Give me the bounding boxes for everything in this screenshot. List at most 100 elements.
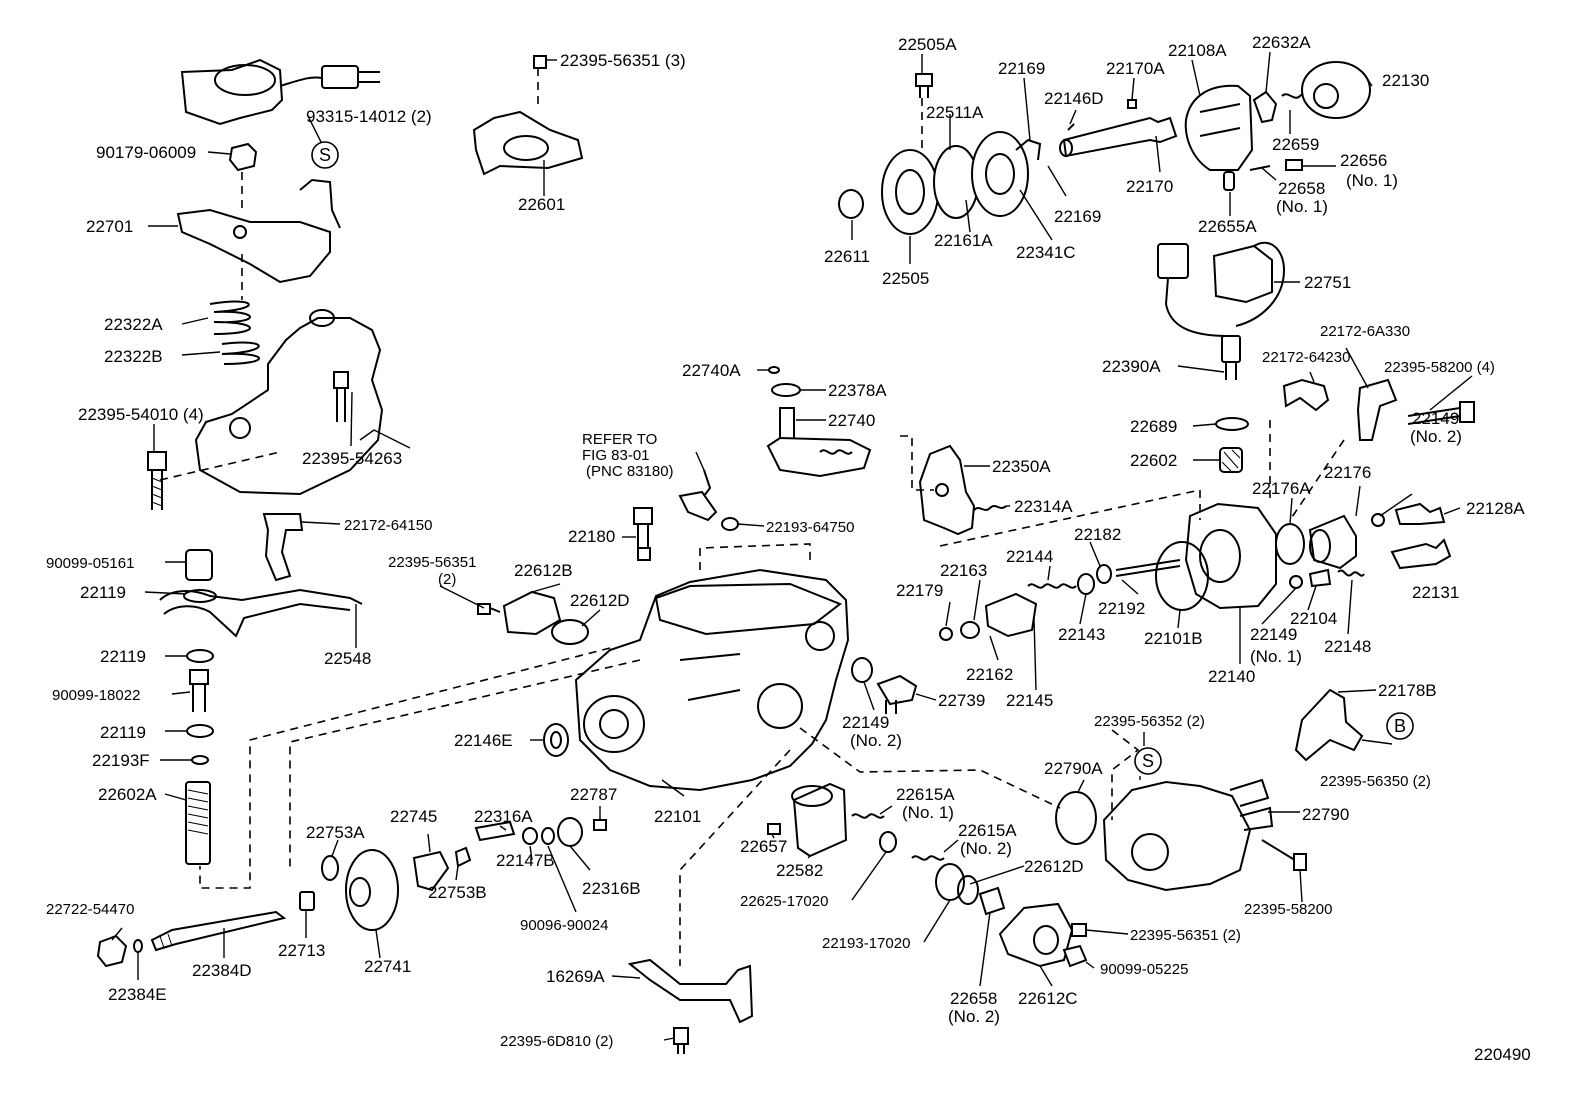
- label-22753B: 22753B: [428, 883, 487, 902]
- svg-text:B: B: [1394, 716, 1406, 736]
- label-22658-no1: 22658: [1278, 179, 1325, 198]
- label-22601: 22601: [518, 195, 565, 214]
- label-22193-17020: 22193-17020: [822, 935, 910, 952]
- label-22713: 22713: [278, 941, 325, 960]
- label-22149-no1-qualifier: (No. 1): [1250, 647, 1302, 666]
- part-number-labels: 22505A 22169 22170A 22108A 22632A 22130 …: [46, 33, 1531, 1064]
- label-22131: 22131: [1412, 583, 1459, 602]
- label-22162: 22162: [966, 665, 1013, 684]
- washer-22119-b: [186, 724, 214, 738]
- label-22602A: 22602A: [98, 785, 157, 804]
- governor-housing: [1184, 61, 1371, 191]
- label-22322A: 22322A: [104, 315, 163, 334]
- label-22140: 22140: [1208, 667, 1255, 686]
- label-22657: 22657: [740, 837, 787, 856]
- label-22753A: 22753A: [306, 823, 365, 842]
- circle-s-symbol-2: S: [1134, 747, 1162, 775]
- label-22659: 22659: [1272, 135, 1319, 154]
- ring-22612D: [551, 619, 589, 645]
- bolt-22395-58200-4: [1407, 401, 1475, 425]
- label-22722-54470: 22722-54470: [46, 901, 134, 918]
- label-22740: 22740: [828, 411, 875, 430]
- ring-22149-no2-b: [851, 657, 873, 683]
- label-22612D-bottom: 22612D: [1024, 857, 1084, 876]
- label-22615A-no1-qualifier: (No. 1): [902, 803, 954, 822]
- label-22395-56351-right: 22395-56351 (2): [1130, 927, 1241, 944]
- label-22602: 22602: [1130, 451, 1177, 470]
- fittings-right: [1275, 502, 1452, 589]
- screw-22180: [633, 507, 653, 561]
- circle-s-symbol-1: S: [311, 141, 339, 169]
- label-22655A: 22655A: [1198, 217, 1257, 236]
- label-22378A: 22378A: [828, 381, 887, 400]
- distributor-head-22140: [1115, 502, 1277, 611]
- part-drawings: [96, 55, 1475, 1054]
- label-22658-no2: 22658: [950, 989, 997, 1008]
- label-22395-56351-3: 22395-56351 (3): [560, 51, 686, 70]
- label-22741: 22741: [364, 957, 411, 976]
- svg-text:S: S: [319, 145, 331, 165]
- ring-22790A: [1055, 791, 1097, 845]
- label-93315-14012: 93315-14012 (2): [306, 107, 432, 126]
- pump-sensor: [678, 469, 739, 531]
- plate-22612B: [502, 590, 562, 636]
- label-90179-06009: 90179-06009: [96, 143, 196, 162]
- bracket-22601: [472, 55, 584, 176]
- label-22149-no1: 22149: [1250, 625, 1297, 644]
- label-22104: 22104: [1290, 609, 1337, 628]
- label-22615A-no2-qualifier: (No. 2): [960, 839, 1012, 858]
- label-22316B: 22316B: [582, 879, 641, 898]
- label-22119-c: 22119: [100, 723, 146, 742]
- label-22193-64750: 22193-64750: [766, 519, 854, 536]
- label-22146E: 22146E: [454, 731, 513, 750]
- label-22314A: 22314A: [1014, 497, 1073, 516]
- label-22192: 22192: [1098, 599, 1145, 618]
- label-22169-top: 22169: [998, 59, 1045, 78]
- label-22176: 22176: [1324, 463, 1371, 482]
- circled-symbols: S S B: [311, 141, 1414, 775]
- bolt-22395-54263: [333, 371, 349, 422]
- timer-assembly: [96, 817, 607, 968]
- washer-22119-a: [186, 649, 214, 663]
- filter-22602A: [185, 781, 211, 865]
- label-22511A: 22511A: [926, 103, 984, 122]
- svg-text:S: S: [1142, 751, 1154, 771]
- label-22395-54263: 22395-54263: [302, 449, 402, 468]
- label-22108A: 22108A: [1168, 41, 1227, 60]
- label-22172-6A330: 22172-6A330: [1320, 323, 1410, 340]
- label-22395-56352: 22395-56352 (2): [1094, 713, 1205, 730]
- label-22395-56350: 22395-56350 (2): [1320, 773, 1431, 790]
- label-16269A: 16269A: [546, 967, 605, 986]
- seal-22146E: [543, 723, 569, 757]
- label-22179: 22179: [896, 581, 943, 600]
- o-ring-22689: [1215, 417, 1249, 431]
- nut-90179: [228, 142, 258, 172]
- label-refer-pnc: (PNC 83180): [586, 463, 674, 480]
- assembly-dashed-lines: [159, 68, 1345, 966]
- label-22147B: 22147B: [496, 851, 555, 870]
- label-22689: 22689: [1130, 417, 1177, 436]
- label-22169-bottom: 22169: [1054, 207, 1101, 226]
- label-22395-56351-left: 22395-56351: [388, 554, 476, 571]
- label-22790: 22790: [1302, 805, 1349, 824]
- label-22143: 22143: [1058, 625, 1105, 644]
- label-22390A: 22390A: [1102, 357, 1161, 376]
- plunger-parts: [939, 564, 1112, 641]
- label-22145: 22145: [1006, 691, 1053, 710]
- drive-shaft-22170: [1059, 99, 1178, 158]
- label-22130: 22130: [1382, 71, 1429, 90]
- pump-body-22101: [574, 568, 850, 792]
- bracket-22172-64150: [262, 513, 304, 582]
- label-22172-64150: 22172-64150: [344, 517, 432, 534]
- label-22384D: 22384D: [192, 961, 252, 980]
- label-90099-05225: 90099-05225: [1100, 961, 1188, 978]
- label-refer-fig: FIG 83-01: [582, 447, 650, 464]
- label-22658-no2-qualifier: (No. 2): [948, 1007, 1000, 1026]
- label-22395-58200-4: 22395-58200 (4): [1384, 359, 1495, 376]
- label-22149-no2-bottom: 22149: [842, 713, 889, 732]
- label-22182: 22182: [1074, 525, 1121, 544]
- label-22180: 22180: [568, 527, 615, 546]
- label-22395-6D810: 22395-6D810 (2): [500, 1033, 613, 1050]
- label-22148: 22148: [1324, 637, 1371, 656]
